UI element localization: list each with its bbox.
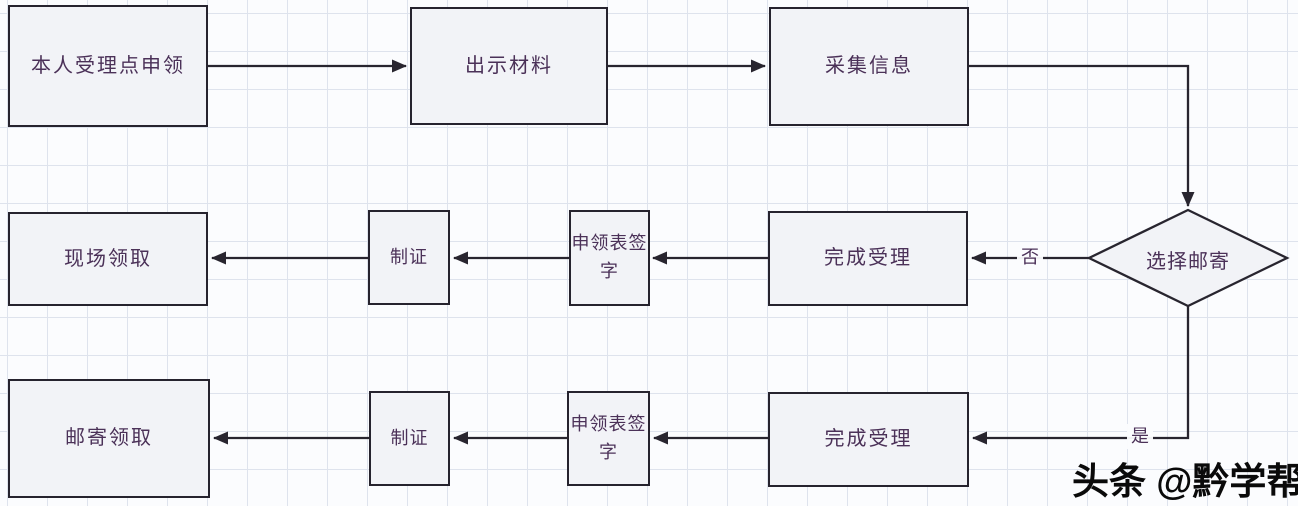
watermark-text: 头条 @黔学帮 [1072, 461, 1298, 502]
node-complete-accept-yes-label: 完成受理 [824, 428, 913, 450]
arrow-decision-yes-to-complete [972, 306, 1190, 445]
node-show-materials: 出示材料 [410, 7, 608, 125]
node-make-cert-no: 制证 [368, 210, 450, 305]
node-sign-form-yes: 申领表签字 [567, 391, 650, 486]
node-make-cert-yes-label: 制证 [390, 427, 429, 448]
decision-diamond-shape [1086, 208, 1290, 308]
node-complete-accept-yes: 完成受理 [768, 392, 969, 487]
node-collect-info-label: 采集信息 [825, 55, 913, 77]
node-collect-info: 采集信息 [769, 7, 969, 126]
edge-label-yes: 是 [1127, 424, 1153, 450]
node-choose-mail-label: 选择邮寄 [1146, 251, 1230, 273]
node-apply-point-label: 本人受理点申领 [31, 54, 185, 77]
node-complete-accept-no: 完成受理 [768, 211, 968, 306]
node-sign-form-yes-label: 申领表签字 [570, 413, 647, 462]
node-make-cert-no-label: 制证 [390, 246, 428, 267]
edge-label-no: 否 [1017, 245, 1043, 271]
node-complete-accept-no-label: 完成受理 [824, 247, 912, 269]
node-mail-pickup: 邮寄领取 [8, 379, 210, 498]
node-onsite-pickup-label: 现场领取 [64, 247, 152, 270]
node-onsite-pickup: 现场领取 [8, 212, 208, 306]
node-show-materials-label: 出示材料 [465, 54, 553, 77]
node-apply-point: 本人受理点申领 [8, 5, 208, 127]
node-make-cert-yes: 制证 [369, 391, 450, 486]
node-mail-pickup-label: 邮寄领取 [65, 427, 153, 449]
node-sign-form-no-label: 申领表签字 [571, 233, 648, 281]
arrow-collect-to-decision [969, 64, 1195, 207]
node-sign-form-no: 申领表签字 [569, 210, 650, 306]
